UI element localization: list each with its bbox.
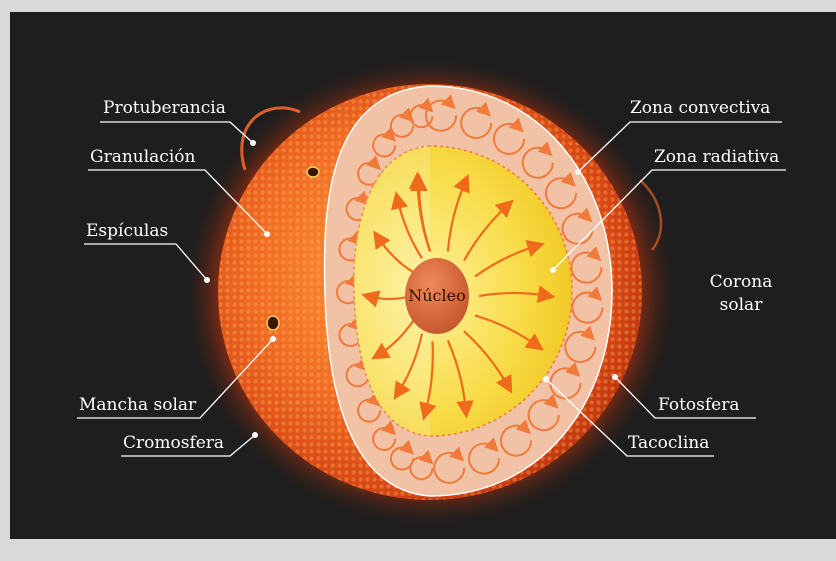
core-label: Núcleo xyxy=(408,286,465,305)
leader-dot xyxy=(575,169,581,175)
label-protuberancia: Protuberancia xyxy=(103,98,226,118)
leader-dot xyxy=(550,267,556,273)
label-especulas: Espículas xyxy=(86,221,168,241)
label-zona-convectiva: Zona convectiva xyxy=(630,98,770,118)
leader-protuberancia xyxy=(100,122,253,143)
label-fotosfera: Fotosfera xyxy=(658,395,740,415)
leader-dot xyxy=(204,277,210,283)
sunspot xyxy=(267,316,279,330)
label-tacoclina: Tacoclina xyxy=(628,433,709,453)
leader-dot xyxy=(543,376,549,382)
label-mancha-solar: Mancha solar xyxy=(79,395,197,415)
leader-dot xyxy=(264,231,270,237)
leader-dot xyxy=(250,140,256,146)
label-zona-radiativa: Zona radiativa xyxy=(654,147,779,167)
label-granulacion: Granulación xyxy=(90,147,196,167)
leader-dot xyxy=(270,336,276,342)
label-corona-line2: solar xyxy=(720,295,764,315)
leader-dot xyxy=(612,374,618,380)
sunspot xyxy=(307,167,319,177)
label-cromosfera: Cromosfera xyxy=(123,433,224,453)
label-corona-line1: Corona xyxy=(710,272,773,292)
leader-dot xyxy=(252,432,258,438)
